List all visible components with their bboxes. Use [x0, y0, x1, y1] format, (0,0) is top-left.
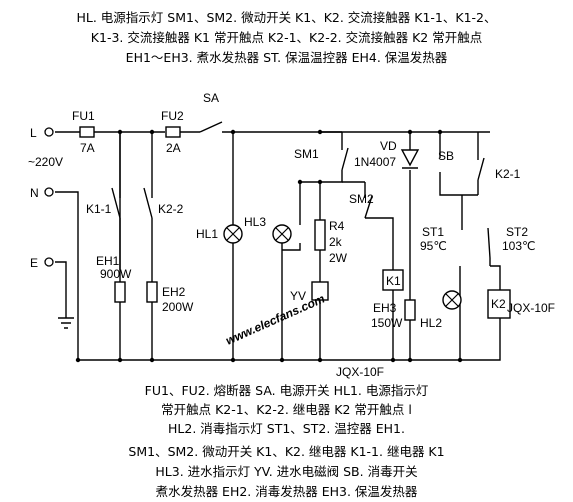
legend-top-line-3: EH1～EH3. 煮水发热器 ST. 保温温控器 EH4. 保温发热器: [125, 50, 448, 65]
label-fu2-rating: 2A: [166, 141, 181, 155]
label-vd: VD: [380, 139, 397, 153]
lamp-hl1: [223, 224, 243, 244]
label-fu2: FU2: [161, 109, 184, 123]
label-e: E: [30, 256, 38, 270]
junctions: [75, 129, 463, 363]
fuse-fu1: [79, 126, 95, 138]
label-sm2: SM2: [349, 192, 374, 206]
terminal-e: [44, 257, 54, 267]
watermark: www.elecfans.com: [224, 291, 328, 347]
label-r4-power: 2W: [329, 251, 348, 265]
resistor-r4: [314, 219, 326, 251]
label-fu1: FU1: [72, 109, 95, 123]
diode-vd: [400, 149, 420, 169]
relay-k2-coil: [487, 289, 511, 319]
label-hl3: HL3: [244, 215, 266, 229]
terminal-l: [44, 127, 54, 137]
legend-top-line-2: K1-3. 交流接触器 K1 常开触点 K2-1、K2-2. 交流接触器 K2 …: [90, 30, 483, 45]
label-st2-temp: 103℃: [502, 239, 536, 253]
label-sm1: SM1: [294, 147, 319, 161]
label-k2-1: K2-1: [495, 167, 521, 181]
heater-eh3: [404, 299, 416, 321]
label-k2: K2: [491, 297, 506, 311]
label-l: L: [30, 126, 37, 140]
label-eh1: EH1: [96, 254, 120, 268]
label-k1-1: K1-1: [86, 202, 112, 216]
label-eh1-rating: 900W: [100, 267, 132, 281]
legend-bottom-line-2: 常开触点 K2-1、K2-2. 继电器 K2 常开触点 l: [161, 402, 412, 417]
label-k2-2: K2-2: [158, 202, 184, 216]
label-n: N: [30, 186, 39, 200]
fuse-fu2: [165, 126, 181, 138]
label-r4-value: 2k: [329, 235, 343, 249]
heater-eh1: [114, 281, 126, 303]
legend-bottom-line-1: FU1、FU2. 熔断器 SA. 电源开关 HL1. 电源指示灯: [144, 383, 429, 398]
label-k1: K1: [386, 274, 401, 288]
heater-eh2: [146, 281, 158, 303]
label-vd-part: 1N4007: [354, 155, 396, 169]
relay-k1-coil: [382, 269, 404, 291]
label-eh2: EH2: [162, 285, 186, 299]
label-st1-temp: 95℃: [420, 239, 447, 253]
switch-sa: [199, 121, 223, 133]
label-hl1: HL1: [196, 227, 218, 241]
legend-bottom-line-5: HL3. 进水指示灯 YV. 进水电磁阀 SB. 消毒开关: [155, 464, 418, 479]
legend-bottom-line-4: SM1、SM2. 微动开关 K1、K2. 继电器 K1-1. 继电器 K1: [128, 444, 445, 459]
label-sa: SA: [203, 91, 219, 105]
label-hl2: HL2: [420, 316, 442, 330]
legend-bottom-line-6: 煮水发热器 EH2. 消毒发热器 EH3. 保温发热器: [155, 484, 418, 499]
label-voltage: ~220V: [28, 155, 63, 169]
label-fu1-rating: 7A: [80, 141, 95, 155]
label-relay-k2-model: JQX-10F: [507, 301, 555, 315]
label-sb: SB: [438, 149, 454, 163]
label-r4: R4: [329, 219, 345, 233]
lamp-hl2: [442, 290, 462, 310]
lamp-hl3: [272, 224, 292, 244]
terminal-n: [44, 187, 54, 197]
label-eh3: EH3: [373, 301, 397, 315]
label-st2: ST2: [506, 225, 528, 239]
legend-top-line-1: HL. 电源指示灯 SM1、SM2. 微动开关 K1、K2. 交流接触器 K1-…: [76, 10, 497, 25]
label-eh3-rating: 150W: [371, 316, 403, 330]
label-relay-k1-model: JQX-10F: [336, 365, 384, 379]
legend-bottom-line-3: HL2. 消毒指示灯 ST1、ST2. 温控器 EH1.: [168, 421, 405, 436]
valve-yv: [311, 281, 329, 301]
wires: [55, 131, 501, 361]
label-st1: ST1: [422, 225, 444, 239]
label-eh2-rating: 200W: [162, 300, 194, 314]
label-yv: YV: [290, 289, 306, 303]
